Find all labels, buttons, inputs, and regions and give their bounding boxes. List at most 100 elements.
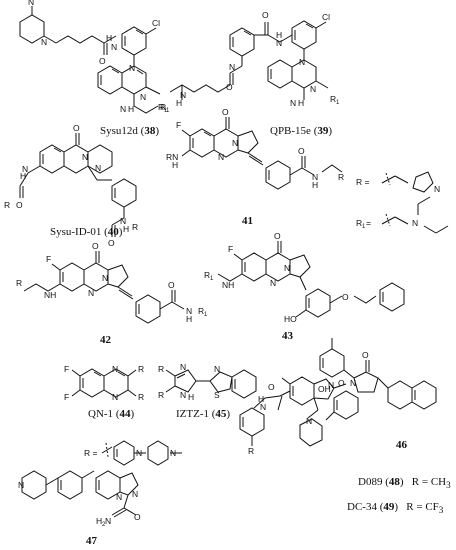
- svg-text:R: R: [16, 278, 22, 288]
- structure-47: [21, 470, 139, 518]
- svg-text:R: R: [158, 102, 164, 112]
- svg-text:N: N: [312, 172, 318, 182]
- svg-text:F: F: [64, 392, 69, 402]
- structure-43: [217, 241, 405, 318]
- structure-48-49: [239, 376, 347, 447]
- svg-text:HO: HO: [284, 314, 297, 324]
- svg-text:N: N: [299, 57, 305, 67]
- svg-text:H: H: [312, 180, 318, 190]
- svg-text:N: N: [218, 152, 224, 162]
- svg-text:R =: R =: [84, 448, 98, 458]
- svg-text:S: S: [214, 390, 220, 400]
- svg-text:R: R: [4, 200, 10, 210]
- svg-text:O: O: [262, 10, 269, 20]
- svg-text:H: H: [188, 392, 194, 402]
- caption-45: IZTZ-1 (45): [176, 408, 231, 420]
- caption-38: Sysu12d (38): [100, 125, 159, 137]
- structure-38: [19, 6, 161, 114]
- svg-text:O: O: [99, 56, 106, 66]
- svg-text:N: N: [328, 380, 334, 390]
- svg-text:R: R: [330, 94, 336, 104]
- svg-text:F: F: [46, 254, 51, 264]
- svg-text:RN: RN: [166, 152, 178, 162]
- svg-text:R: R: [356, 218, 362, 228]
- svg-text:N: N: [129, 63, 135, 73]
- svg-text:=: =: [366, 218, 371, 228]
- svg-text:F: F: [228, 244, 233, 254]
- svg-text:N: N: [306, 416, 312, 426]
- svg-text:H: H: [106, 33, 112, 43]
- svg-text:R: R: [132, 222, 138, 232]
- svg-text:N: N: [111, 42, 117, 52]
- svg-text:R: R: [338, 172, 344, 182]
- svg-text:R: R: [204, 270, 210, 280]
- svg-text:N: N: [116, 492, 122, 502]
- svg-text:O: O: [16, 200, 23, 210]
- svg-text:R: R: [198, 306, 204, 316]
- svg-text:1: 1: [362, 224, 366, 230]
- svg-text:N: N: [276, 38, 282, 48]
- svg-text:N: N: [180, 90, 186, 100]
- svg-text:N: N: [102, 273, 108, 283]
- svg-text:Cl: Cl: [322, 12, 330, 22]
- svg-text:R: R: [138, 392, 144, 402]
- caption-41: 41: [242, 215, 253, 227]
- structure-46: [319, 338, 437, 421]
- svg-text:1: 1: [336, 100, 340, 106]
- svg-text:F: F: [64, 364, 69, 374]
- svg-text:H: H: [96, 516, 102, 526]
- svg-text:N: N: [22, 164, 28, 174]
- svg-text:O: O: [222, 107, 229, 117]
- svg-text:O: O: [108, 238, 115, 248]
- structure-45: [165, 369, 257, 399]
- svg-text:2: 2: [102, 522, 106, 528]
- svg-text:H: H: [128, 104, 134, 114]
- svg-text:N: N: [232, 138, 238, 148]
- svg-text:O: O: [338, 378, 345, 388]
- svg-text:1: 1: [210, 276, 214, 282]
- svg-text:O: O: [268, 382, 275, 392]
- svg-text:OH: OH: [318, 384, 331, 394]
- svg-text:N: N: [290, 98, 296, 108]
- svg-text:O: O: [342, 292, 349, 302]
- svg-text:N: N: [120, 216, 126, 226]
- svg-text:Cl: Cl: [152, 18, 160, 28]
- svg-text:N: N: [180, 362, 186, 372]
- svg-text:N: N: [41, 37, 47, 47]
- svg-text:N: N: [88, 288, 94, 298]
- svg-text:H: H: [298, 98, 304, 108]
- svg-text:O: O: [362, 350, 369, 360]
- structure-39: [169, 20, 329, 100]
- svg-text:NH: NH: [44, 290, 56, 300]
- caption-44: QN-1 (44): [88, 408, 135, 420]
- svg-text:H: H: [20, 171, 26, 181]
- svg-text:N: N: [112, 364, 118, 374]
- caption-40: Sysu-ID-01 (40): [50, 226, 123, 238]
- svg-text:H: H: [258, 394, 264, 404]
- caption-39: QPB-15e (39): [270, 125, 333, 137]
- svg-text:O: O: [73, 123, 80, 133]
- caption-47: 47: [86, 535, 97, 547]
- svg-text:O: O: [298, 146, 305, 156]
- svg-text:N: N: [412, 218, 418, 228]
- svg-text:F: F: [176, 120, 181, 130]
- svg-text:N: N: [105, 516, 111, 526]
- svg-text:H: H: [176, 98, 182, 108]
- svg-text:N: N: [132, 489, 138, 499]
- svg-text:1: 1: [204, 312, 208, 318]
- svg-text:H: H: [172, 160, 178, 170]
- svg-text:N: N: [284, 263, 290, 273]
- caption-49: DC-34 (49) R = CF3: [347, 501, 444, 516]
- substituent-r: [381, 171, 434, 193]
- svg-text:N: N: [350, 378, 356, 388]
- structure-44: [71, 368, 137, 398]
- caption-42: 42: [100, 334, 111, 346]
- svg-text:R =: R =: [356, 177, 370, 187]
- svg-text:1: 1: [166, 108, 170, 114]
- svg-text:N: N: [136, 448, 142, 458]
- svg-text:N: N: [28, 0, 34, 7]
- svg-text:N: N: [95, 163, 101, 173]
- substituent-r-phenylpiperazine: [101, 440, 182, 466]
- svg-text:1: 1: [164, 108, 168, 114]
